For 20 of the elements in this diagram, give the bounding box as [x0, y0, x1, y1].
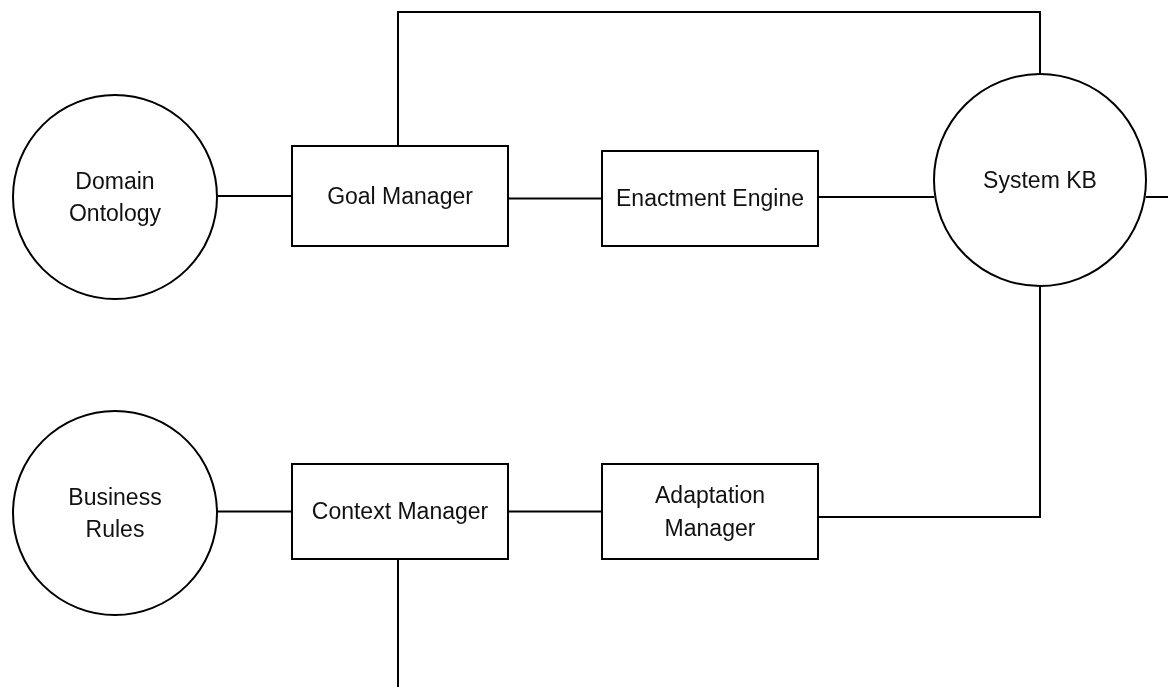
connector-line — [818, 196, 936, 198]
process-box — [601, 150, 819, 247]
node-label: Domain Ontology — [67, 166, 163, 228]
node-label: Enactment Engine — [615, 184, 805, 214]
connector-line — [818, 286, 1041, 518]
process-box — [291, 463, 509, 560]
node-label: Context Manager — [310, 497, 490, 527]
process-box — [291, 145, 509, 247]
node-label: Business Rules — [67, 482, 163, 544]
connector-line — [508, 197, 602, 200]
node-label: Adaptation Manager — [654, 481, 766, 543]
connector-line — [217, 510, 292, 513]
connector-line — [217, 195, 292, 197]
node-label: Goal Manager — [326, 181, 474, 211]
connector-line — [397, 11, 1041, 146]
node-label: System KB — [982, 165, 1098, 195]
connector-line — [1144, 196, 1168, 198]
connector-line — [397, 559, 399, 687]
connector-line — [508, 510, 602, 513]
process-box — [601, 463, 819, 560]
